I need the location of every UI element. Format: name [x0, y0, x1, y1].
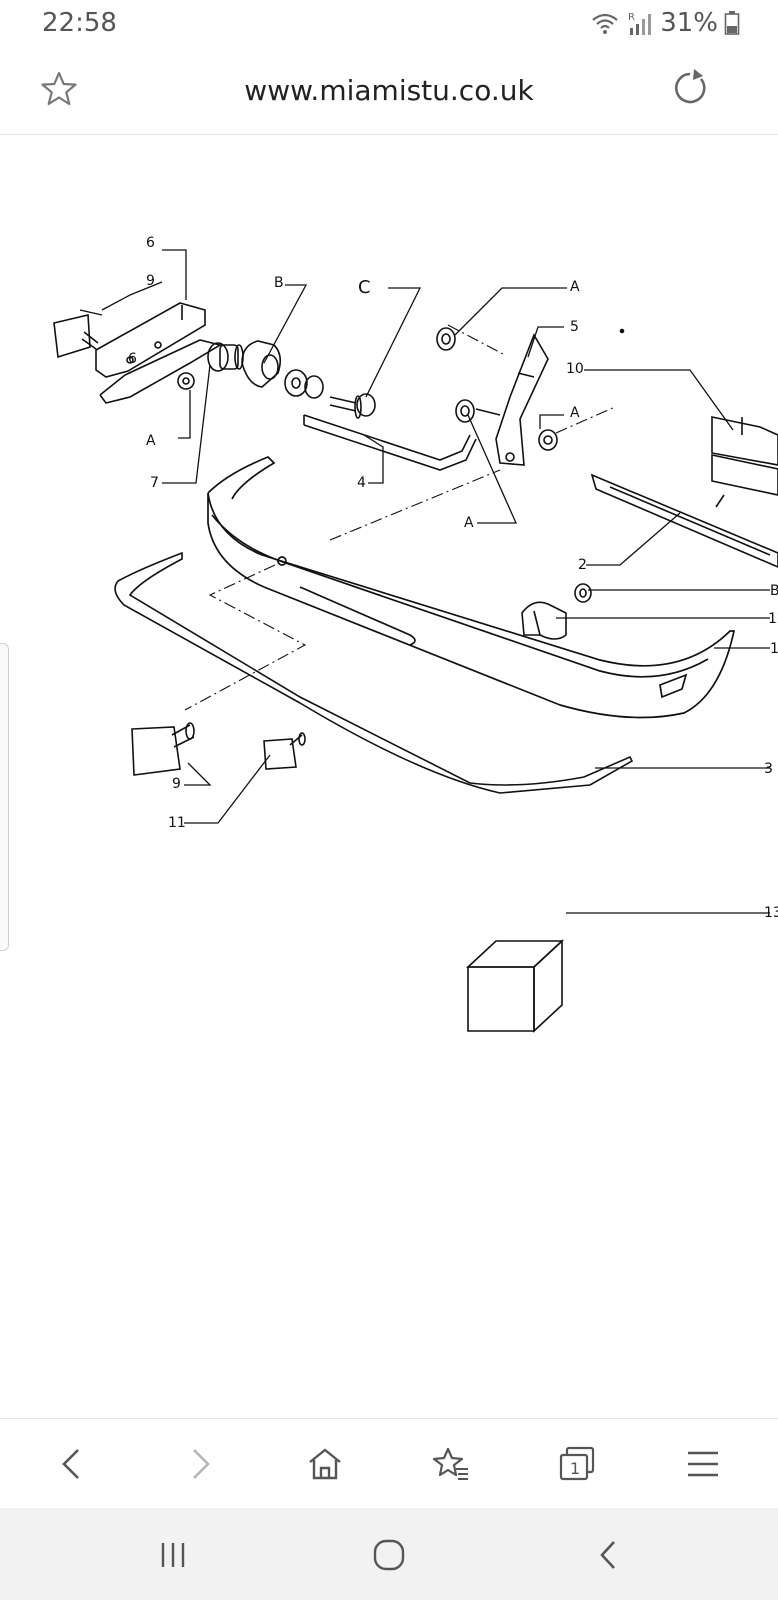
- recent-apps-icon: [161, 1543, 185, 1567]
- status-indicators: R 31%: [590, 8, 740, 38]
- wifi-icon: [592, 13, 618, 34]
- tabs-icon: 1: [559, 1446, 595, 1481]
- label-A-top: A: [570, 279, 580, 295]
- part-bushings: [207, 340, 324, 399]
- menu-button[interactable]: [680, 1441, 726, 1487]
- url-text[interactable]: www.miamistu.co.uk: [244, 74, 534, 107]
- part-box: [465, 939, 565, 1033]
- label-B-right: B: [770, 583, 778, 599]
- system-navigation-bar: [0, 1508, 778, 1600]
- label-A-bottom: A: [464, 515, 474, 531]
- part-bumper-mount: [521, 601, 567, 640]
- battery-percent: 31%: [660, 8, 718, 38]
- home-button[interactable]: [302, 1441, 348, 1487]
- signal-icon: R: [628, 12, 652, 35]
- part-labels: 6 9 6 A 7 B C 4 A 5 A A 10 2 B 12 1 3 9 …: [128, 235, 778, 921]
- label-6: 6: [146, 235, 155, 251]
- label-11: 11: [168, 815, 186, 831]
- home-icon: [309, 1448, 341, 1480]
- label-10: 10: [566, 361, 584, 377]
- recent-apps-button[interactable]: [148, 1530, 198, 1580]
- label-9-top: 9: [146, 273, 155, 289]
- label-12: 12: [768, 611, 778, 627]
- page-content: 6 9 6 A 7 B C 4 A 5 A A 10 2 B 12 1 3 9 …: [0, 135, 778, 1418]
- reload-icon[interactable]: [670, 68, 710, 108]
- part-left-bracket: [95, 302, 223, 404]
- home-circle-icon: [373, 1539, 405, 1571]
- side-panel-handle[interactable]: [0, 643, 9, 951]
- part-strip: [590, 473, 778, 568]
- tabs-button[interactable]: 1: [554, 1441, 600, 1487]
- label-2: 2: [578, 557, 587, 573]
- bookmarks-button[interactable]: [428, 1441, 474, 1487]
- bumper-parts-diagram: 6 9 6 A 7 B C 4 A 5 A A 10 2 B 12 1 3 9 …: [53, 235, 778, 1033]
- label-9-bottom: 9: [172, 776, 181, 792]
- assembly-lines: [184, 324, 616, 711]
- part-clip: [263, 732, 306, 770]
- back-button[interactable]: [50, 1441, 96, 1487]
- label-6-inner: 6: [128, 351, 137, 367]
- label-3: 3: [764, 761, 773, 777]
- browser-toolbar: 1: [0, 1418, 778, 1509]
- roaming-indicator: R: [628, 12, 635, 23]
- part-plate-top: [53, 314, 99, 359]
- home-nav-button[interactable]: [364, 1530, 414, 1580]
- label-A-left: A: [146, 433, 156, 449]
- part-bolt: [329, 393, 376, 419]
- hamburger-menu-icon: [688, 1451, 718, 1477]
- tabs-count: 1: [570, 1459, 580, 1478]
- chevron-right-icon: [193, 1449, 210, 1479]
- address-bar: www.miamistu.co.uk: [0, 48, 778, 135]
- part-plate-bottom: [131, 722, 195, 776]
- label-B: B: [274, 275, 284, 291]
- part-rod: [303, 414, 477, 471]
- chevron-left-icon: [62, 1449, 79, 1479]
- back-nav-button[interactable]: [584, 1530, 634, 1580]
- label-4: 4: [357, 475, 366, 491]
- status-time: 22:58: [42, 8, 117, 38]
- part-right-bracket: [711, 416, 778, 508]
- bookmark-star-icon[interactable]: [40, 70, 78, 108]
- back-arrow-icon: [600, 1541, 615, 1569]
- label-7: 7: [150, 475, 159, 491]
- part-bumper: [207, 456, 736, 719]
- part-side-bracket: [495, 333, 549, 466]
- label-A-right: A: [570, 405, 580, 421]
- label-5: 5: [570, 319, 579, 335]
- label-C: C: [358, 277, 371, 298]
- bookmark-star-icon: [432, 1447, 468, 1480]
- battery-icon: [724, 11, 740, 35]
- part-trim-strip: [114, 551, 634, 794]
- leader-lines: [79, 249, 770, 914]
- part-nuts: [436, 327, 592, 603]
- status-bar: 22:58 R 31%: [0, 0, 778, 48]
- label-1: 1: [770, 641, 778, 657]
- forward-button[interactable]: [176, 1441, 222, 1487]
- label-13: 13: [764, 905, 778, 921]
